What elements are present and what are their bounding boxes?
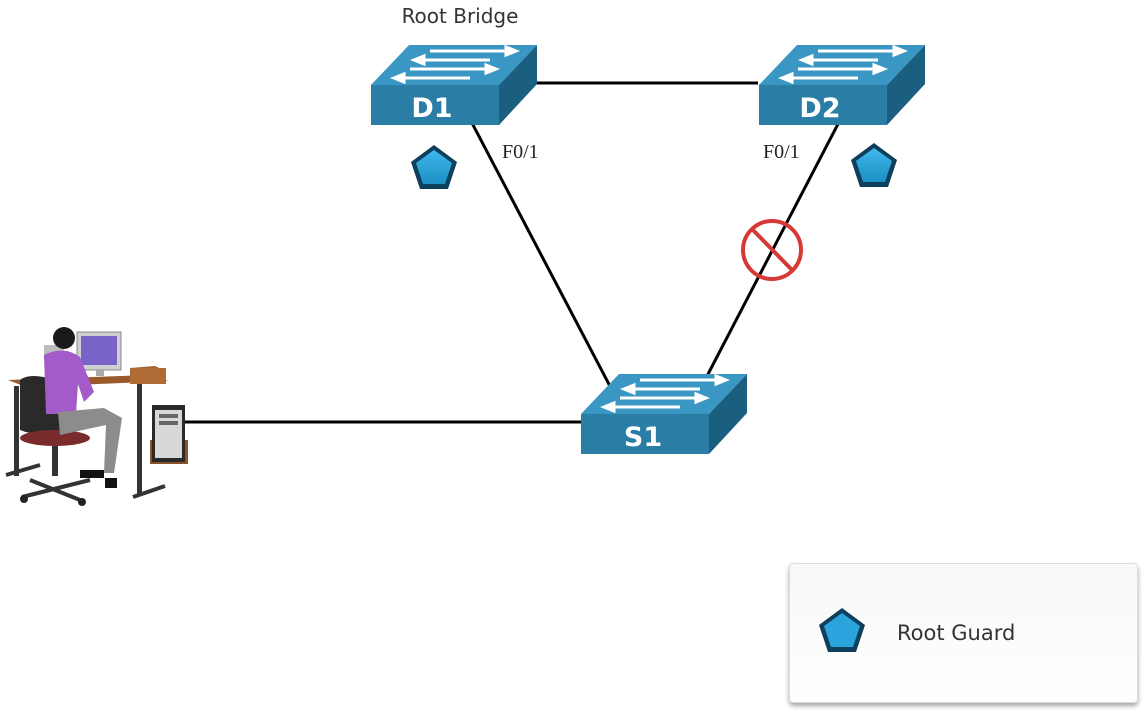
root-guard-pentagon-icon [819, 608, 865, 652]
switch-d1-label: D1 [411, 93, 452, 124]
pc-workstation-icon [5, 327, 188, 506]
switch-d1[interactable]: D1 [371, 44, 537, 125]
port-label-d1: F0/1 [502, 141, 539, 163]
legend-label: Root Guard [897, 621, 1016, 645]
root-bridge-label: Root Bridge [402, 4, 519, 28]
switch-s1-label: S1 [624, 422, 662, 453]
root-guard-icon-d1 [411, 145, 457, 189]
link-d1-s1 [470, 122, 614, 391]
switch-d2[interactable]: D2 [759, 44, 925, 125]
blocked-port-icon [741, 219, 803, 281]
root-guard-icon-d2 [851, 143, 897, 187]
legend-panel: Root Guard [789, 563, 1138, 703]
switch-d2-label: D2 [799, 93, 840, 124]
port-label-d2: F0/1 [763, 141, 800, 163]
switch-s1[interactable]: S1 [581, 373, 747, 454]
